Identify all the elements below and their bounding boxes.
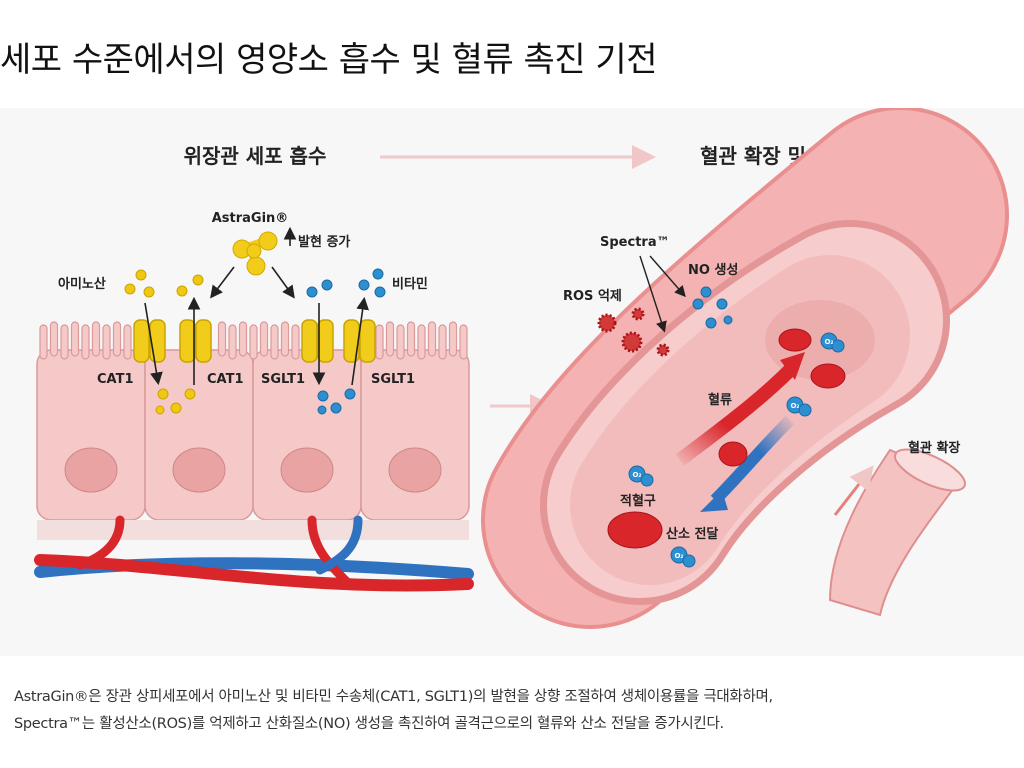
microvillus [375,324,384,360]
microvillus [39,324,48,360]
microvillus [238,321,248,357]
epithelial-cells [36,321,470,540]
o2-label: O₂ [790,402,799,410]
microvillus [70,321,80,357]
ros-particles [597,307,670,357]
ros-label: ROS 억제 [563,289,622,304]
amino-acid-dots [124,269,204,415]
oxygen-flow-arrowhead [700,490,728,512]
caption-line: Spectra™는 활성산소(ROS)를 억제하고 산화질소(NO) 생성을 촉… [14,716,724,732]
spectra-arrows [639,255,686,333]
microvillus [438,324,447,360]
expression-label: 발현 증가 [298,234,350,250]
spectra-label: Spectra™ [600,235,670,250]
dilated-vessel [828,448,966,617]
transporter-label: CAT1 [207,372,244,387]
mechanism-figure: 위장관 세포 흡수 혈관 확장 및 혈류 CAT1 CAT1 SGLT1 SGL… [0,106,1024,656]
microvillus [448,321,458,357]
dilation-label: 혈관 확장 [908,440,960,456]
page-title: 세포 수준에서의 영양소 흡수 및 혈류 촉진 기전 [0,40,657,80]
left-heading: 위장관 세포 흡수 [184,144,327,168]
blood-flow-arrow [675,365,795,466]
mechanism-illustration: 위장관 세포 흡수 혈관 확장 및 혈류 CAT1 CAT1 SGLT1 SGL… [34,106,1009,629]
transporter-label: SGLT1 [371,372,415,387]
capillaries [34,515,474,592]
microvillus [112,321,122,357]
microvillus [280,321,290,357]
blood-vessel [481,106,1009,629]
o2-label: O₂ [674,552,683,560]
microvillus [406,321,416,357]
astragin-label: AstraGin® [212,211,289,226]
dilation-arrow [833,465,874,516]
microvillus [459,324,468,360]
transporter-label: CAT1 [97,372,134,387]
vitamin-label: 비타민 [392,276,428,292]
microvillus [91,321,101,357]
microvillus [427,321,437,357]
blood-flow-arrowhead [780,352,805,380]
microvillus [396,324,405,360]
microvillus [217,321,227,357]
microvillus [102,324,111,360]
vitamin-dots [306,268,386,415]
microvillus [49,321,59,357]
oxygen-molecules: O₂ O₂ O₂ O₂ [628,332,845,568]
transporter-label: SGLT1 [261,372,305,387]
figure-caption: AstraGin®은 장관 상피세포에서 아미노산 및 비타민 수송체(CAT1… [14,684,773,738]
caption-line: AstraGin®은 장관 상피세포에서 아미노산 및 비타민 수송체(CAT1… [14,689,773,705]
no-molecules [692,286,733,329]
no-label: NO 생성 [688,263,738,278]
transporter-channels [133,319,376,363]
microvillus [270,324,279,360]
oxygen-delivery-label: 산소 전달 [666,526,718,542]
red-blood-cells [607,328,846,549]
microvillus [60,324,69,360]
microvillus [249,324,258,360]
transport-arrows [144,226,369,386]
blood-flow-label: 혈류 [708,392,732,408]
microvillus [123,324,132,360]
microvillus [259,321,269,357]
amino-acid-label: 아미노산 [58,276,106,292]
microvillus [291,324,300,360]
microvillus [228,324,237,360]
microvillus [385,321,395,357]
o2-label: O₂ [632,471,641,479]
microvillus [81,324,90,360]
microvillus [417,324,426,360]
rbc-label: 적혈구 [620,493,656,509]
astragin-molecule [232,231,278,276]
oxygen-flow-arrow [710,415,795,505]
o2-label: O₂ [824,338,833,346]
